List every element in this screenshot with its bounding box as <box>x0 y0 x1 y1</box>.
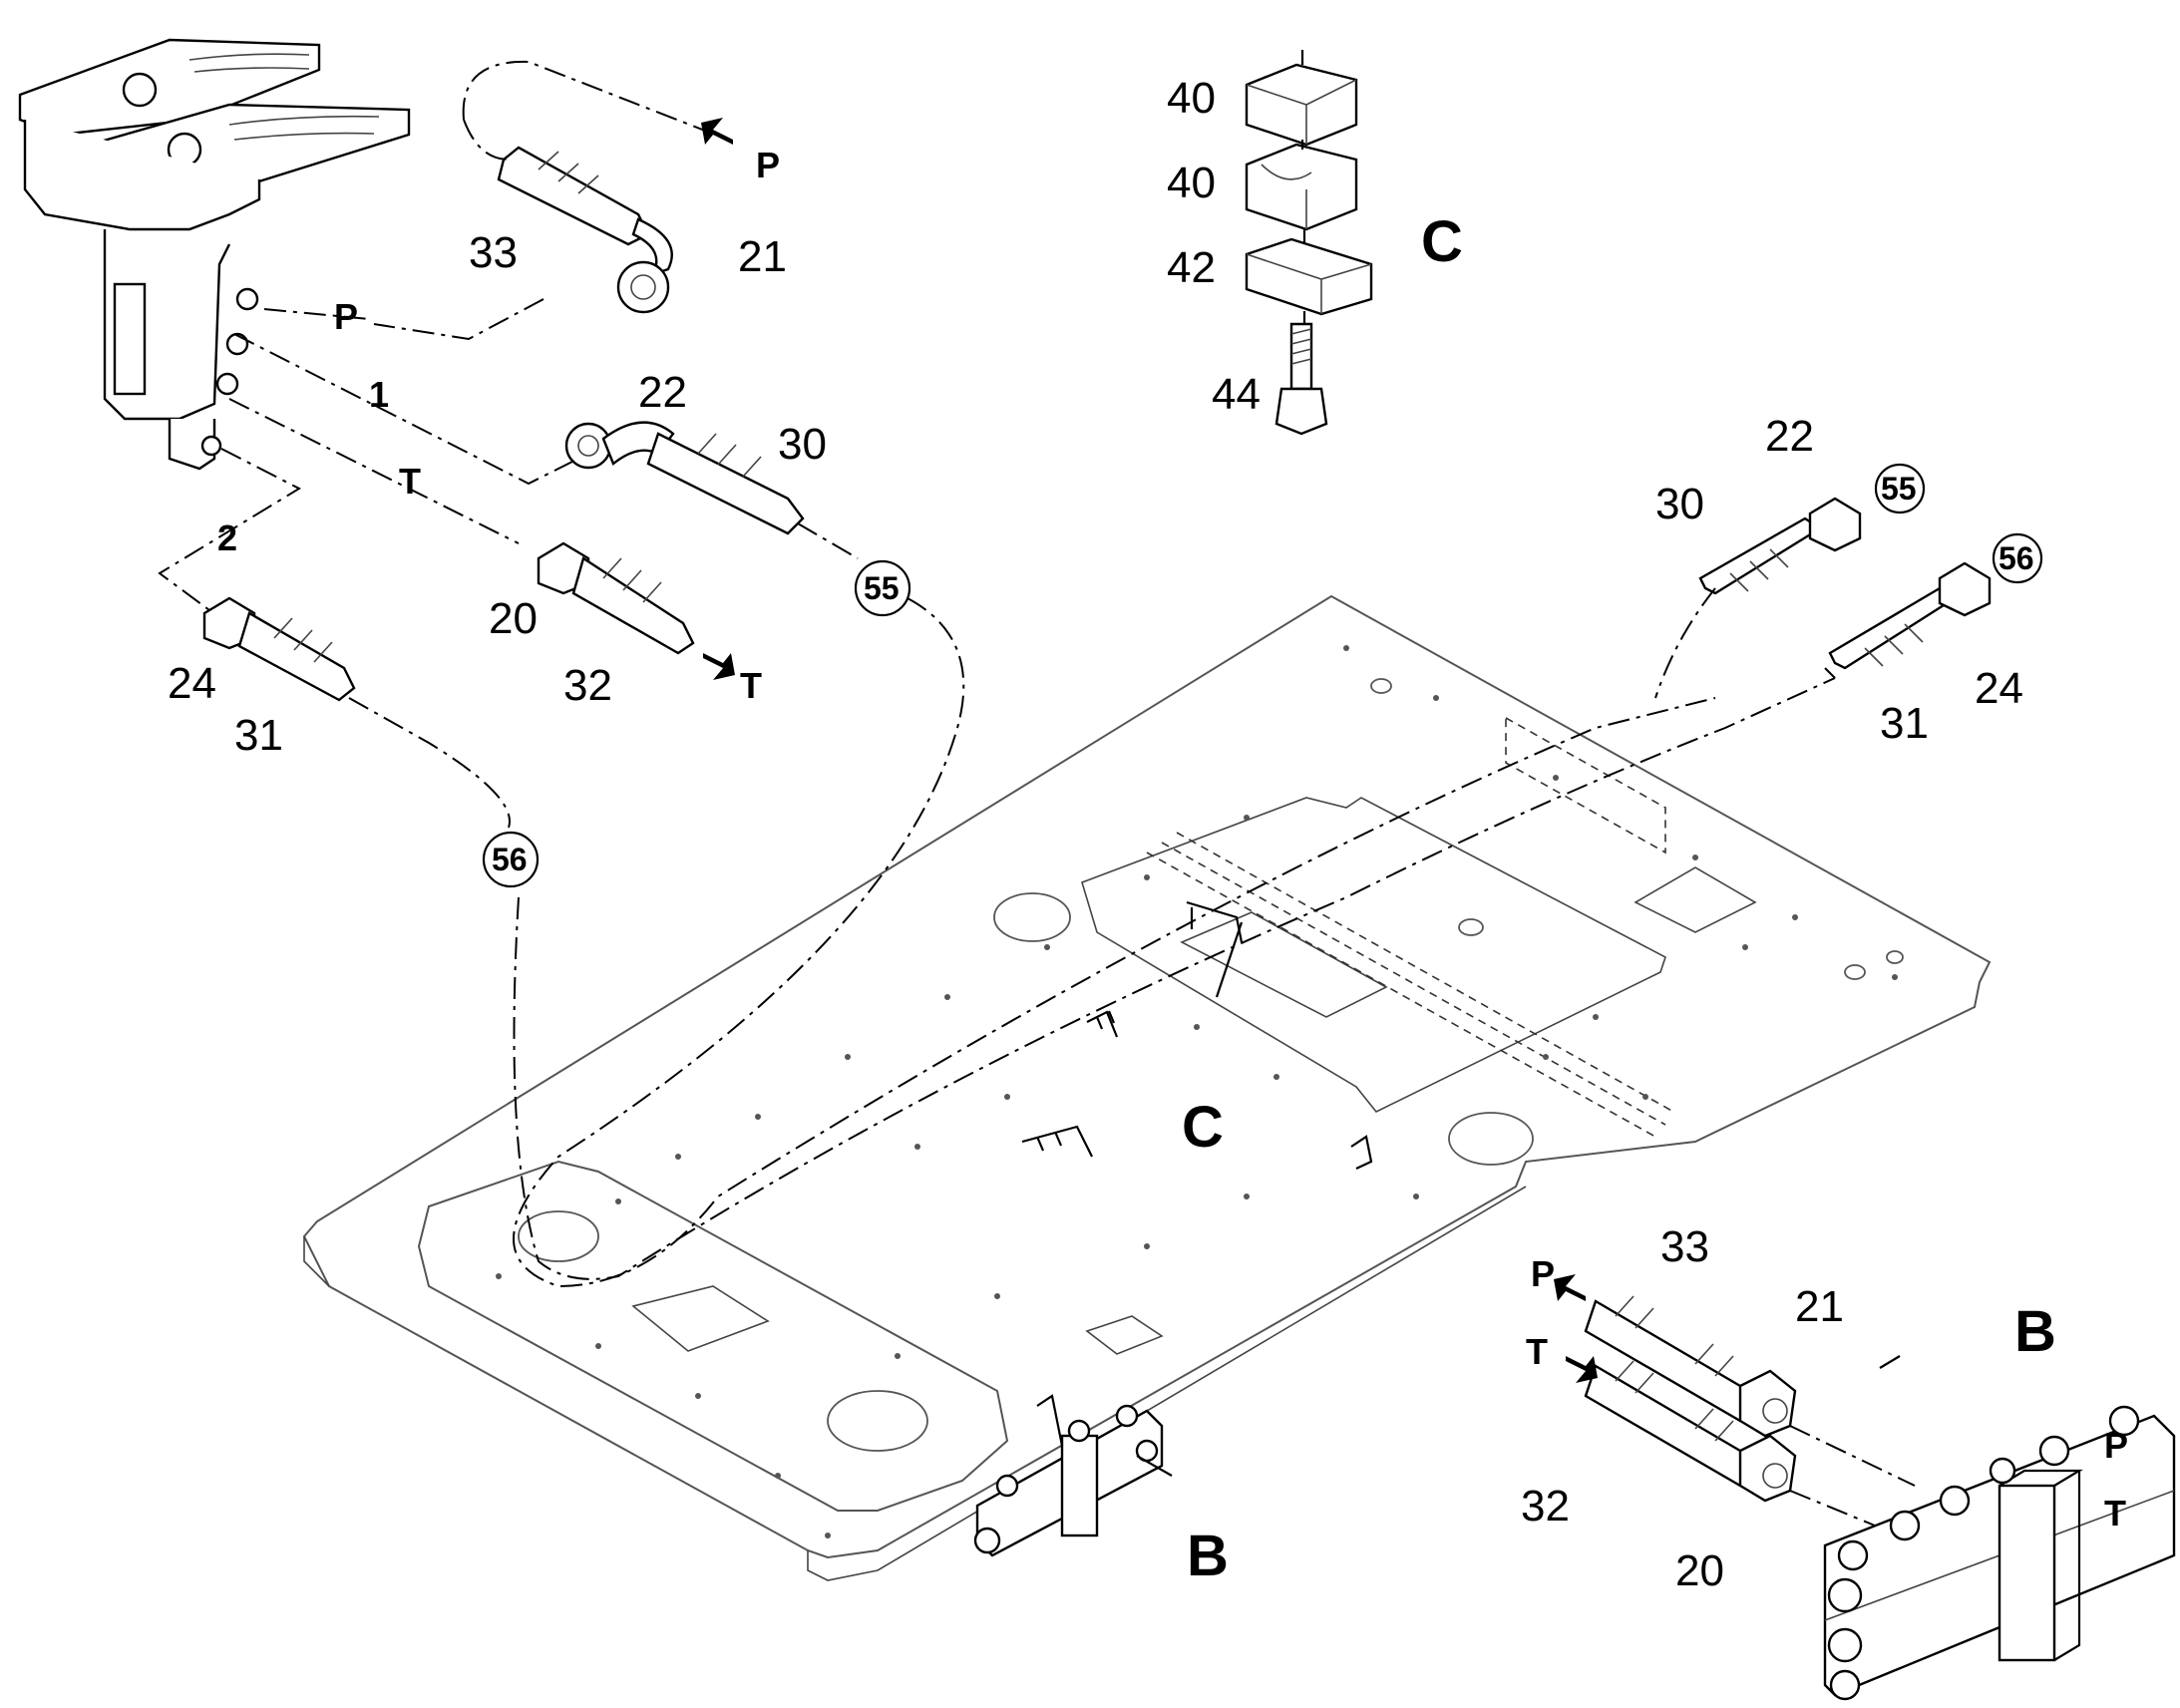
label-p-b: P <box>1531 1253 1555 1294</box>
hose-30-22-right <box>1698 497 1862 595</box>
arrow-p-b <box>1554 1274 1586 1301</box>
label-22-right: 22 <box>1765 412 1814 461</box>
circled-56-label: 56 <box>492 842 528 877</box>
hoses-view-b <box>1584 1295 1797 1503</box>
label-44: 44 <box>1212 370 1261 419</box>
label-24-right: 24 <box>1975 664 2023 713</box>
label-31-left: 31 <box>234 711 283 760</box>
label-42: 42 <box>1167 243 1216 292</box>
label-view-c-top: C <box>1421 209 1463 274</box>
label-p-manifold: P <box>2104 1425 2128 1466</box>
label-32-mid: 32 <box>563 661 612 710</box>
label-20-b: 20 <box>1675 1546 1724 1595</box>
label-view-c-plate: C <box>1182 1095 1224 1160</box>
label-30-right: 30 <box>1655 480 1704 528</box>
circled-56-right-circle <box>1992 532 2043 584</box>
label-p-top: P <box>756 145 780 185</box>
routing-lines <box>158 60 1916 1527</box>
label-2: 2 <box>217 517 237 558</box>
label-t-b: T <box>1526 1331 1548 1372</box>
label-30-mid: 30 <box>778 420 827 469</box>
label-22-mid: 22 <box>638 368 687 417</box>
label-32-b: 32 <box>1521 1482 1570 1531</box>
arrow-t-mid <box>703 653 735 680</box>
label-20-mid: 20 <box>489 594 538 643</box>
label-view-b-plate: B <box>1187 1524 1229 1588</box>
label-33-b: 33 <box>1660 1222 1709 1271</box>
hose-20-32 <box>537 541 695 655</box>
hose-31-24-right <box>1828 561 1992 670</box>
circled-55-right-label: 55 <box>1881 471 1917 507</box>
label-40-mid: 40 <box>1167 159 1216 207</box>
circled-55-label: 55 <box>864 570 900 606</box>
circled-56-right-label: 56 <box>1998 540 2034 576</box>
control-valve-assembly <box>18 38 411 471</box>
circled-55-right-circle <box>1874 463 1926 514</box>
label-31-right: 31 <box>1880 699 1929 748</box>
label-21-b: 21 <box>1795 1282 1844 1331</box>
label-33-top: 33 <box>469 228 518 277</box>
label-t-manifold: T <box>2104 1493 2126 1534</box>
label-40-top: 40 <box>1167 74 1216 123</box>
flow-arrows <box>701 118 1598 1383</box>
floor-plate <box>302 594 1992 1581</box>
label-21-top: 21 <box>738 232 787 281</box>
clamp-assembly <box>1245 50 1373 436</box>
label-t-mid: T <box>740 665 762 706</box>
arrow-p-top <box>701 118 733 145</box>
manifold-block-on-plate <box>973 1394 1164 1557</box>
label-p-valve: P <box>334 296 358 337</box>
label-t-valve: T <box>399 461 421 502</box>
label-24-left: 24 <box>168 659 216 708</box>
hose-33-21-top <box>497 146 673 314</box>
arrow-t-b <box>1566 1356 1598 1383</box>
hose-24-31 <box>202 596 356 702</box>
circled-56-circle <box>482 831 540 888</box>
labels: 33 21 P P 1 T 2 22 30 55 20 32 T 24 31 5… <box>168 74 2128 1595</box>
label-view-b-right: B <box>2014 1299 2056 1364</box>
label-1: 1 <box>369 374 389 415</box>
hose-22-30-middle <box>564 421 805 535</box>
circled-55-circle <box>854 559 911 617</box>
manifold-block-b <box>1823 1405 2176 1701</box>
